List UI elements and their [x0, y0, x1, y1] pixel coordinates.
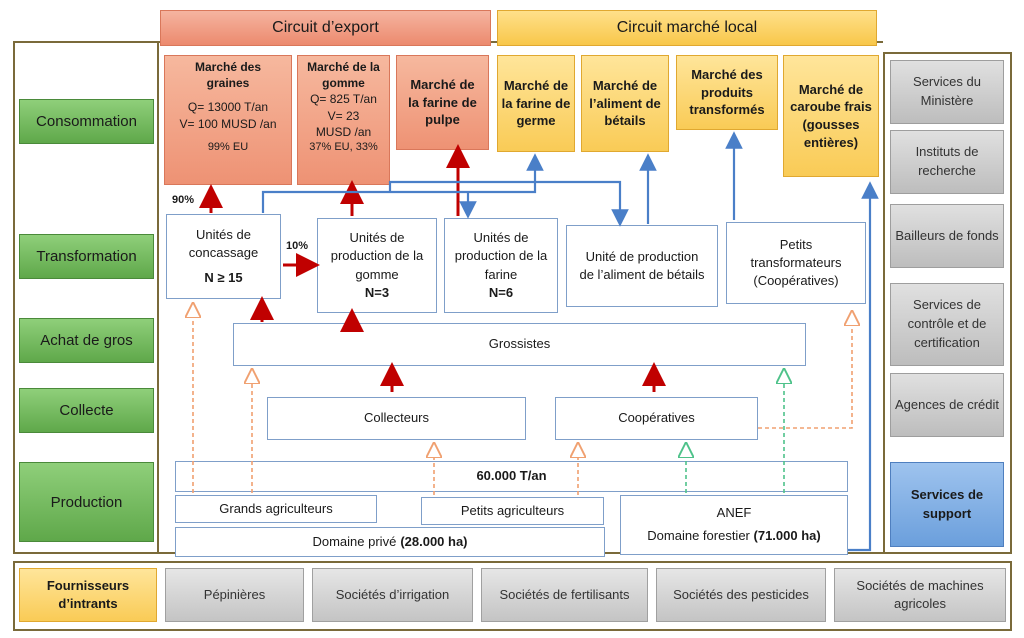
market-graines-value: V= 100 MUSD /an: [179, 116, 277, 131]
blue-flow-arrows: [261, 131, 879, 552]
unites-production-gomme: Unités de production de la gomme N=3: [317, 218, 437, 313]
service-bailleurs-fonds: Bailleurs de fonds: [890, 204, 1004, 268]
market-farine-germe: Marché de la farine de germe: [497, 55, 575, 152]
grands-agriculteurs-box: Grands agriculteurs: [175, 495, 377, 523]
market-gomme-title: Marché de la gomme: [307, 60, 380, 91]
domaine-prive-box: Domaine privé (28.000 ha): [175, 527, 605, 557]
unites-production-farine: Unités de production de la farine N=6: [444, 218, 558, 313]
stage-production: Production: [19, 462, 154, 542]
grossistes-box: Grossistes: [233, 323, 806, 366]
service-instituts-recherche: Instituts de recherche: [890, 130, 1004, 194]
dashed-anef-arrows: [686, 376, 784, 493]
services-support: Services de support: [890, 462, 1004, 547]
collecteurs-box: Collecteurs: [267, 397, 526, 440]
unites-farine-label: Unités de production de la farine: [454, 230, 548, 282]
unites-gomme-count: N=3: [364, 284, 390, 300]
market-gomme-value-unit: MUSD /an: [315, 124, 372, 139]
market-produits-transformes: Marché des produits transformés: [676, 55, 778, 130]
local-circuit-header: Circuit marché local: [497, 10, 877, 46]
percent-export-label: 90%: [172, 194, 195, 206]
red-flow-arrows: [199, 144, 666, 392]
domaine-prive-area: (28.000 ha): [400, 533, 468, 549]
market-gomme-destination: 37% EU, 33%: [309, 140, 378, 153]
market-gomme-value: V= 23: [327, 108, 360, 123]
cooperatives-box: Coopératives: [555, 397, 758, 440]
stage-consommation: Consommation: [19, 99, 154, 144]
arrow-concassage-to-germe: [261, 153, 544, 213]
petits-agriculteurs-box: Petits agriculteurs: [421, 497, 604, 525]
market-graines-destination: 99% EU: [207, 140, 249, 153]
dashed-supply-arrows: [193, 310, 852, 495]
supplier-fertilisants: Sociétés de fertilisants: [481, 568, 648, 622]
supplier-machines-agricoles: Sociétés de machines agricoles: [834, 568, 1006, 622]
services-frame: [883, 52, 1012, 554]
market-gomme-quantity: Q= 825 T/an: [310, 92, 377, 107]
unites-farine-count: N=6: [488, 284, 514, 300]
service-ministere: Services du Ministère: [890, 60, 1004, 124]
service-agences-credit: Agences de crédit: [890, 373, 1004, 437]
market-aliment-betails: Marché de l’aliment de bétails: [581, 55, 669, 152]
stage-collecte: Collecte: [19, 388, 154, 433]
market-graines-title: Marché des graines: [194, 60, 262, 91]
unite-aliment-label: Unité de production de l’aliment de béta…: [579, 248, 705, 282]
unites-concassage: Unités de concassage N ≥ 15: [166, 214, 281, 299]
unites-concassage-count: N ≥ 15: [204, 269, 243, 285]
petits-transformateurs: Petits transformateurs (Coopératives): [726, 222, 866, 304]
supplier-pesticides: Sociétés des pesticides: [656, 568, 826, 622]
arrow-concassage-to-aliment: [388, 180, 629, 227]
unites-concassage-label: Unités de concassage: [188, 227, 259, 261]
suppliers-frame: [13, 561, 1012, 631]
petits-transformateurs-label: Petits transformateurs (Coopératives): [750, 236, 842, 289]
unites-gomme-label: Unités de production de la gomme: [330, 230, 424, 282]
service-controle-certification: Services de contrôle et de certification: [890, 283, 1004, 366]
export-circuit-header: Circuit d’export: [160, 10, 491, 46]
anef-label: ANEF: [716, 505, 752, 521]
domaine-forestier-area: (71.000 ha): [753, 528, 821, 544]
domaine-prive-label: Domaine privé: [312, 533, 397, 549]
supplier-irrigation: Sociétés d’irrigation: [312, 568, 473, 622]
arrow-cooperatives-to-petits-transformateurs: [758, 318, 852, 429]
unite-aliment-betails: Unité de production de l’aliment de béta…: [566, 225, 718, 307]
domaine-forestier: Domaine forestier (71.000 ha): [647, 527, 820, 545]
arrow-anef-to-caroube: [848, 181, 879, 552]
domaine-forestier-label: Domaine forestier: [647, 528, 750, 544]
stage-achat-de-gros: Achat de gros: [19, 318, 154, 363]
market-gomme: Marché de la gomme Q= 825 T/an V= 23 MUS…: [297, 55, 390, 185]
market-caroube-frais: Marché de caroube frais (gousses entière…: [783, 55, 879, 177]
market-farine-pulpe: Marché de la farine de pulpe: [396, 55, 489, 150]
stage-transformation: Transformation: [19, 234, 154, 279]
percent-gomme-label: 10%: [286, 240, 309, 252]
anef-forest-box: ANEF Domaine forestier (71.000 ha): [620, 495, 848, 555]
market-farine-pulpe-title: Marché de la farine de pulpe: [408, 77, 477, 128]
fournisseurs-label: Fournisseurs d’intrants: [19, 568, 157, 622]
stages-frame: [13, 41, 159, 554]
market-graines-quantity: Q= 13000 T/an: [187, 100, 269, 115]
supplier-pepinieres: Pépinières: [165, 568, 304, 622]
production-total-box: 60.000 T/an: [175, 461, 848, 492]
market-graines: Marché des graines Q= 13000 T/an V= 100 …: [164, 55, 292, 185]
